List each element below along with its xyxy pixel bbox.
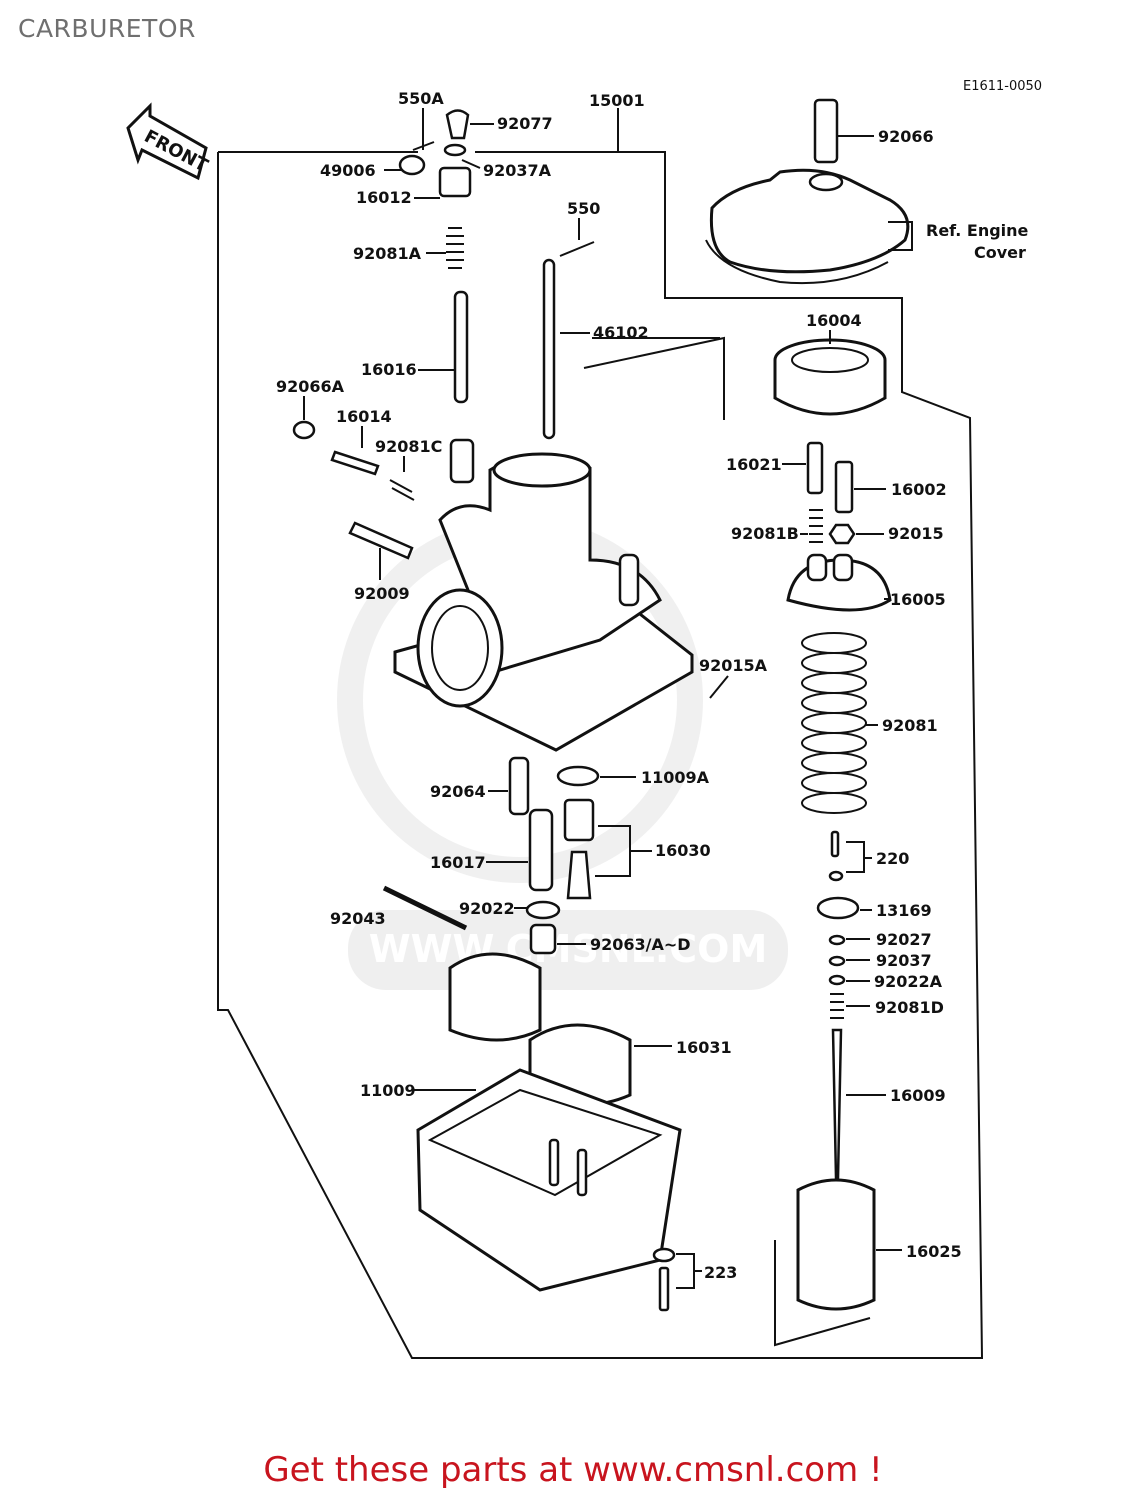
callout-92043: 92043: [330, 909, 386, 928]
callout-11009a: 11009A: [641, 768, 710, 787]
callout-92022a: 92022A: [874, 972, 943, 991]
callout-92037a: 92037A: [483, 161, 552, 180]
adjust-screw-parts: [292, 420, 415, 560]
callout-13169: 13169: [876, 901, 932, 920]
carburetor-body-part: [393, 336, 725, 752]
callout-16012: 16012: [356, 188, 412, 207]
callout-16017: 16017: [430, 853, 486, 872]
callout-223: 223: [704, 1263, 737, 1282]
callout-16031: 16031: [676, 1038, 732, 1057]
callout-16030: 16030: [655, 841, 711, 860]
slide-parts: [774, 441, 892, 1347]
callout-16016: 16016: [361, 360, 417, 379]
callout-16009: 16009: [890, 1086, 946, 1105]
ref-note-line2: Cover: [974, 243, 1026, 262]
footer-promo-link[interactable]: Get these parts at www.cmsnl.com !: [263, 1450, 883, 1490]
watermark-text: WWW.CMSNL.COM: [369, 927, 768, 971]
callout-92037: 92037: [876, 951, 932, 970]
callout-labels: 550A 15001 92077 92066 49006 92037A 1601…: [276, 89, 1029, 1282]
rod-part: [542, 241, 595, 440]
jet-float-parts: [382, 756, 682, 1312]
ref-note-line1: Ref. Engine: [926, 221, 1029, 240]
callout-92081a: 92081A: [353, 244, 422, 263]
callout-49006: 49006: [320, 161, 376, 180]
callout-92063: 92063/A~D: [590, 935, 691, 954]
diagram-code: E1611-0050: [963, 79, 1042, 94]
callout-92009: 92009: [354, 584, 410, 603]
leader-lines: [303, 108, 913, 1289]
assembly-boundary-outline: [217, 151, 984, 1359]
callout-16004: 16004: [806, 311, 862, 330]
callout-46102: 46102: [593, 323, 649, 342]
callout-92081b: 92081B: [731, 524, 799, 543]
callout-92022: 92022: [459, 899, 515, 918]
engine-cover-part: [705, 98, 910, 285]
callout-92027: 92027: [876, 930, 932, 949]
callout-220: 220: [876, 849, 909, 868]
callout-550: 550: [567, 199, 600, 218]
callout-16005: 16005: [890, 590, 946, 609]
callout-16014: 16014: [336, 407, 392, 426]
callout-15001: 15001: [589, 91, 645, 110]
callout-92066a: 92066A: [276, 377, 345, 396]
callout-92015: 92015: [888, 524, 944, 543]
callout-16002: 16002: [891, 480, 947, 499]
callout-92081d: 92081D: [875, 998, 944, 1017]
callout-92077: 92077: [497, 114, 553, 133]
page-title: CARBURETOR: [18, 14, 196, 43]
callout-92081: 92081: [882, 716, 938, 735]
callout-16025: 16025: [906, 1242, 962, 1261]
callout-92064: 92064: [430, 782, 486, 801]
callout-11009: 11009: [360, 1081, 416, 1100]
top-plug-parts: [398, 109, 475, 484]
callout-16021: 16021: [726, 455, 782, 474]
carburetor-exploded-diagram: WWW.CMSNL.COM FRONT E1611-0050: [126, 79, 1042, 1359]
carburetor-cap-part: [773, 338, 887, 416]
callout-92066: 92066: [878, 127, 934, 146]
callout-92015a: 92015A: [699, 656, 768, 675]
callout-92081c: 92081C: [375, 437, 442, 456]
front-arrow-icon: FRONT: [126, 102, 212, 181]
callout-550a: 550A: [398, 89, 444, 108]
